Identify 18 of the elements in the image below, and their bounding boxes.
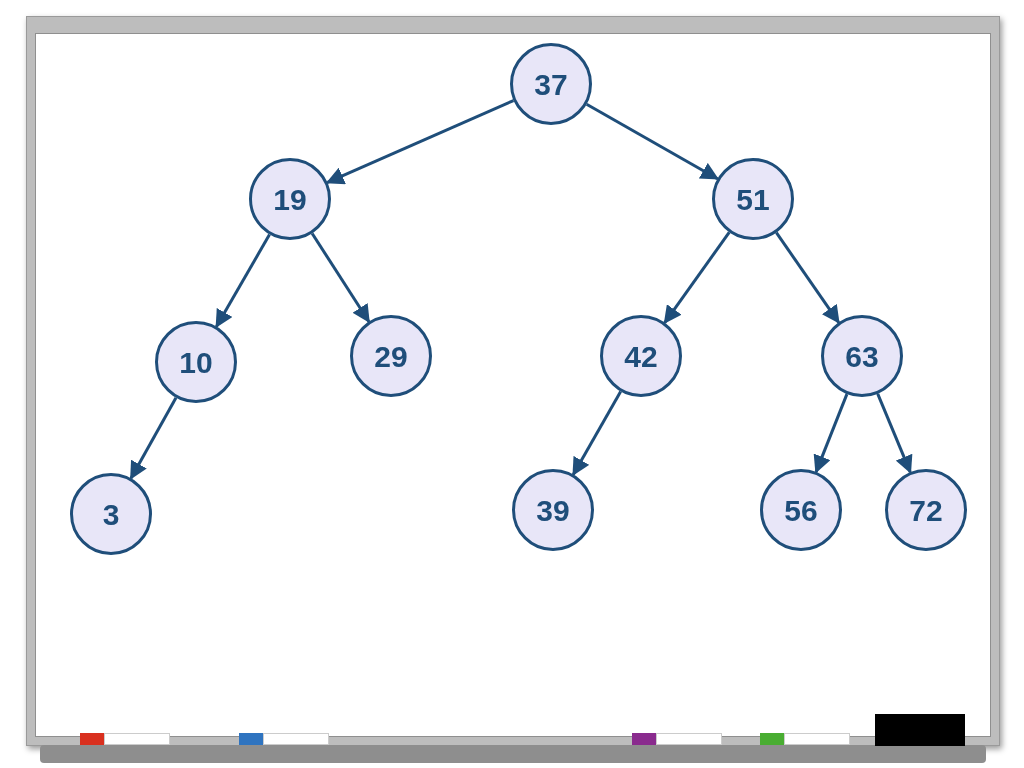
- node-value: 37: [534, 66, 568, 103]
- arrow: [129, 397, 178, 480]
- arrow: [310, 232, 371, 324]
- node-value: 19: [273, 181, 307, 218]
- node-value: 10: [179, 344, 213, 381]
- node-value: 39: [536, 492, 570, 529]
- node-value: 42: [624, 338, 658, 375]
- arrow: [663, 231, 731, 325]
- node-value: 51: [736, 181, 770, 218]
- arrow: [775, 231, 840, 324]
- node-value: 72: [909, 492, 943, 529]
- arrow: [572, 390, 622, 476]
- node-value: 29: [374, 338, 408, 375]
- arrow: [215, 233, 271, 329]
- node-value: 56: [784, 492, 818, 529]
- node-value: 63: [845, 338, 879, 375]
- node-value: 3: [102, 496, 120, 533]
- arrow: [585, 102, 719, 181]
